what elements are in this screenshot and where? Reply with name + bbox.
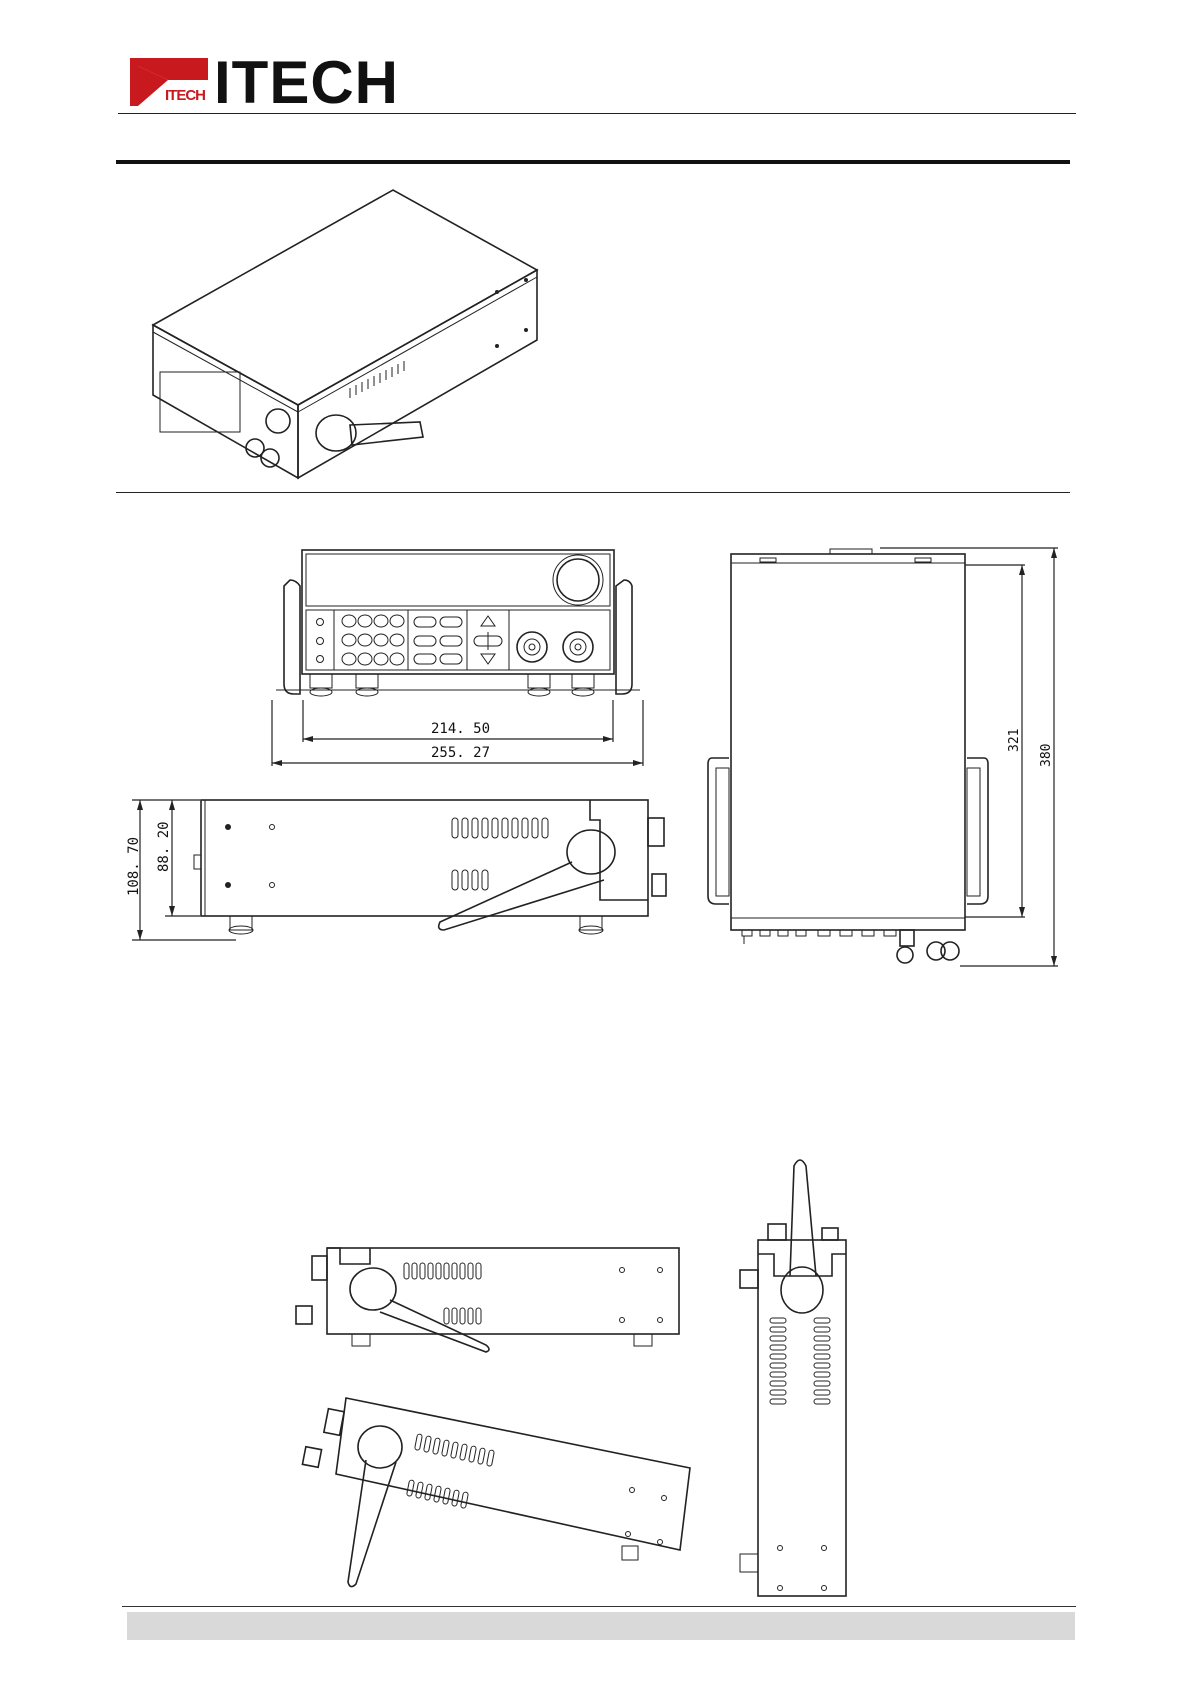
footer-band [127, 1612, 1075, 1640]
handle-position-upright [740, 1160, 846, 1596]
handle-position-tilted [302, 1398, 690, 1587]
handle-position-flat [296, 1248, 679, 1352]
footer-rule [122, 1606, 1076, 1607]
